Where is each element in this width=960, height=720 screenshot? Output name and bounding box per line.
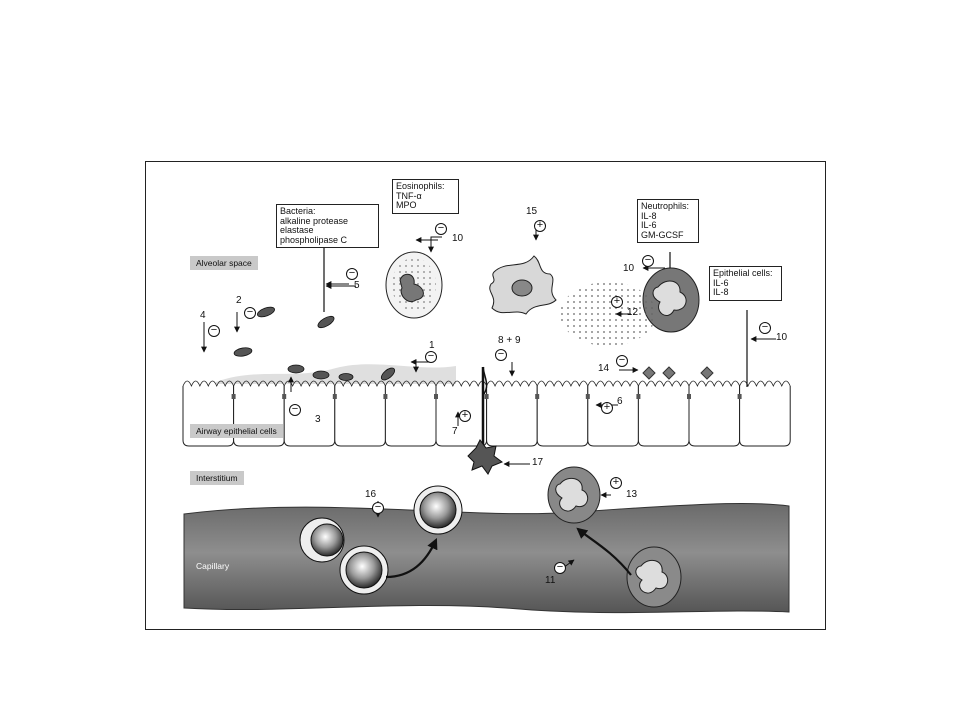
- marker-15-number: 15: [526, 206, 538, 217]
- region-airway-epithelial-cells: Airway epithelial cells: [190, 424, 283, 438]
- epithelial-cell: [688, 386, 741, 447]
- epithelial-cell: [334, 386, 386, 447]
- marker-14-number: 14: [598, 363, 610, 374]
- cilia: [739, 380, 791, 388]
- marker-10b-sign: −: [642, 255, 654, 267]
- marker-15-sign: +: [534, 220, 546, 232]
- marker-13-number: 13: [626, 489, 638, 500]
- marker-1-sign: −: [425, 351, 437, 363]
- marker-5-number: 5: [354, 280, 360, 291]
- region-interstitium: Interstitium: [190, 471, 244, 485]
- region-capillary: Capillary: [196, 561, 230, 571]
- dendritic-cell: [467, 439, 504, 475]
- marker-3-sign: −: [289, 404, 301, 416]
- marker-14-sign: −: [616, 355, 628, 367]
- marker-11-sign: −: [554, 562, 566, 574]
- marker-16-number: 16: [365, 489, 377, 500]
- tight-junction: [687, 394, 691, 399]
- marker-2-number: 2: [236, 295, 242, 306]
- tight-junction: [231, 394, 236, 399]
- marker-4-sign: −: [208, 325, 220, 337]
- epithelial-cell: [536, 386, 589, 447]
- dotted-cloud: [560, 282, 656, 346]
- tight-junction: [535, 394, 540, 399]
- capillary-vessel: [183, 503, 790, 614]
- cilia: [385, 380, 437, 388]
- marker-7-number: 7: [452, 426, 458, 437]
- cilia: [688, 380, 740, 388]
- marker-1-number: 1: [429, 340, 435, 351]
- marker-4-number: 4: [200, 310, 206, 321]
- marker-17-number: 17: [532, 457, 544, 468]
- tight-junction: [737, 394, 742, 399]
- epithelial-cell: [384, 386, 437, 447]
- marker-12-number: 12: [627, 307, 639, 318]
- cilia: [283, 380, 336, 388]
- tight-junction: [282, 394, 287, 399]
- bacteria-group: [233, 306, 396, 381]
- epithelial-cell: [587, 386, 639, 447]
- tight-junction: [636, 394, 641, 399]
- cilia: [334, 380, 386, 388]
- cilia: [638, 380, 690, 388]
- marker-16-sign: −: [372, 502, 384, 514]
- marker-8-9-sign: −: [495, 349, 507, 361]
- tight-junction: [383, 394, 388, 399]
- marker-10a-sign: −: [435, 223, 447, 235]
- marker-2-sign: −: [244, 307, 256, 319]
- mucus-layer: [216, 364, 456, 384]
- marker-12-sign: +: [611, 296, 623, 308]
- epithelial-cell: [739, 386, 791, 447]
- marker-7-sign: +: [459, 410, 471, 422]
- marker-6-sign: +: [601, 402, 613, 414]
- epithelial-cell: [486, 386, 538, 447]
- tight-junction: [434, 394, 438, 399]
- epithelial-cell: [637, 386, 690, 447]
- cilia: [435, 380, 487, 388]
- marker-13-sign: +: [610, 477, 622, 489]
- tight-junction: [332, 394, 337, 399]
- cilia: [233, 380, 285, 388]
- tight-junction: [484, 394, 489, 399]
- tight-junction: [585, 394, 590, 399]
- diagram-canvas: [182, 222, 791, 614]
- cilia: [587, 380, 639, 388]
- marker-10c-sign: −: [759, 322, 771, 334]
- cilia: [486, 380, 538, 388]
- marker-8-9-number: 8 + 9: [498, 335, 521, 346]
- pathway-diagram: Alveolar space Airway epithelial cells I…: [145, 161, 826, 630]
- marker-10a-number: 10: [452, 233, 464, 244]
- marker-5-sign: −: [346, 268, 358, 280]
- epithelial-diamonds: [642, 366, 714, 380]
- marker-11-number: 11: [545, 575, 556, 586]
- marker-3-number: 3: [315, 414, 321, 425]
- marker-10c-number: 10: [776, 332, 788, 343]
- cilia: [536, 380, 589, 388]
- marker-10b-number: 10: [623, 263, 635, 274]
- cilia: [182, 380, 234, 388]
- region-alveolar-space: Alveolar space: [190, 256, 258, 270]
- marker-6-number: 6: [617, 396, 623, 407]
- epithelial-cell: [283, 386, 336, 447]
